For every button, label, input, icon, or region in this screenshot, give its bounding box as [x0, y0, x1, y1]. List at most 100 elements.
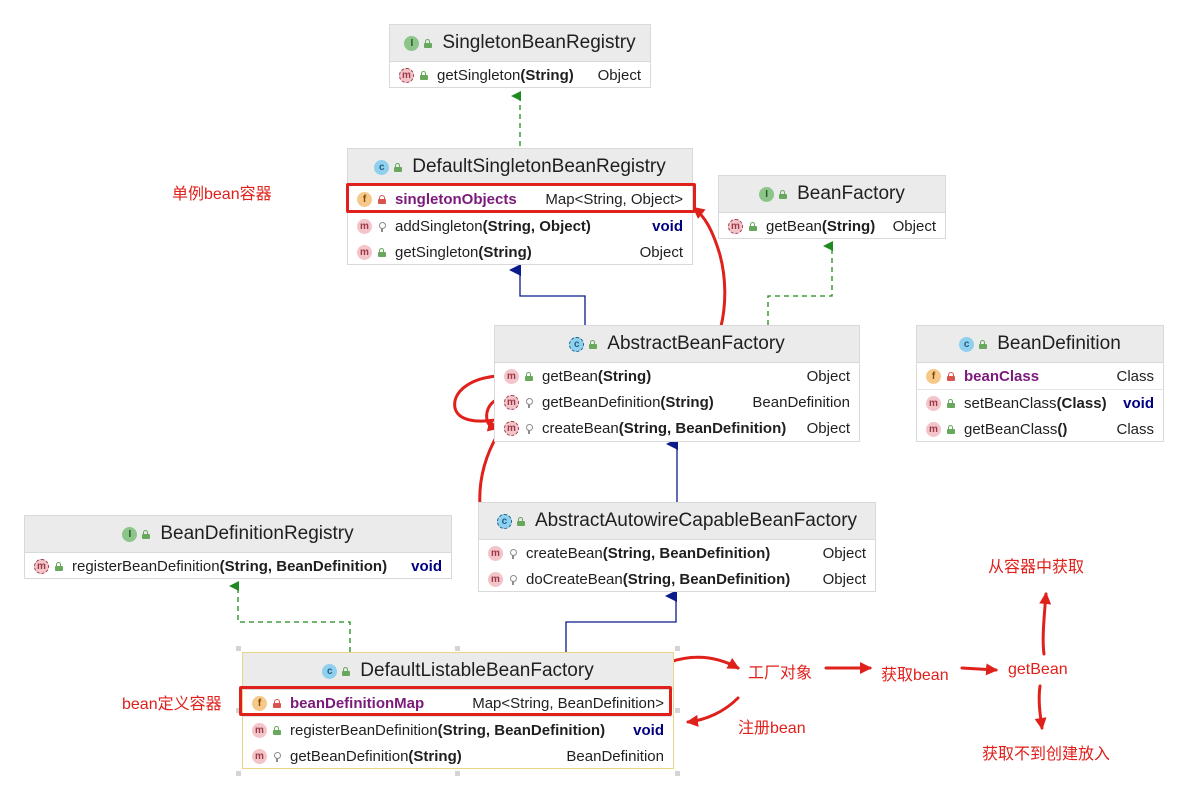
selection-handle[interactable] [675, 708, 680, 713]
method-params: (String, BeanDefinition) [602, 544, 771, 562]
method-params: (String) [520, 66, 574, 84]
class-header: I SingletonBeanRegistry [390, 25, 650, 62]
key-icon [509, 574, 517, 585]
annotation-create-if-missing: 获取不到创建放入 [982, 746, 1111, 763]
class-name: AbstractAutowireCapableBeanFactory [534, 510, 858, 531]
selection-handle[interactable] [455, 771, 460, 776]
class-header: I BeanFactory [719, 176, 945, 213]
return-type: Object [597, 66, 641, 84]
method-row[interactable]: m addSingleton(String, Object) void [348, 213, 692, 239]
return-type: Object [806, 367, 850, 385]
method-row[interactable]: m createBean(String, BeanDefinition) Obj… [495, 415, 859, 441]
method-name: getBean [766, 217, 822, 235]
public-lock-icon [142, 529, 151, 539]
return-type: void [652, 217, 683, 235]
class-box-bean-definition-registry[interactable]: I BeanDefinitionRegistry m registerBeanD… [24, 515, 452, 579]
class-box-default-listable-bean-factory[interactable]: c DefaultListableBeanFactory f beanDefin… [242, 652, 674, 769]
public-lock-icon [342, 666, 351, 676]
method-icon: m [488, 571, 503, 587]
class-box-abstract-autowire-capable-bean-factory[interactable]: c AbstractAutowireCapableBeanFactory m c… [478, 502, 876, 592]
method-row[interactable]: m setBeanClass(Class) void [917, 390, 1163, 416]
class-header: c BeanDefinition [917, 326, 1163, 363]
method-row[interactable]: m getBean(String) Object [719, 213, 945, 239]
method-icon: m [728, 218, 743, 234]
interface-icon: I [759, 186, 775, 202]
red-arrow-factory-to-object [668, 655, 740, 670]
public-lock-icon [947, 398, 955, 408]
public-lock-icon [55, 561, 63, 571]
public-lock-icon [525, 371, 533, 381]
highlight-singleton-objects [346, 183, 696, 213]
public-lock-icon [589, 339, 598, 349]
class-name: BeanFactory [797, 183, 905, 204]
selection-handle[interactable] [236, 646, 241, 651]
field-row[interactable]: f singletonObjects Map<String, Object> [348, 186, 692, 212]
field-row[interactable]: f beanClass Class [917, 363, 1163, 389]
return-type: Object [806, 419, 850, 437]
class-box-bean-factory[interactable]: I BeanFactory m getBean(String) Object [718, 175, 946, 239]
field-row[interactable]: f beanDefinitionMap Map<String, BeanDefi… [243, 690, 673, 716]
annotation-get-bean-step: 获取bean [881, 667, 949, 684]
public-lock-icon [424, 38, 433, 48]
red-loop-getbeandefinition-to-createbean [485, 398, 500, 432]
public-lock-icon [779, 189, 788, 199]
red-arrow-getbean-step-to-getbean [960, 663, 998, 676]
method-params: (String, BeanDefinition) [622, 570, 791, 588]
class-header: c DefaultListableBeanFactory [243, 653, 673, 690]
method-icon: m [504, 368, 519, 384]
selection-handle[interactable] [455, 646, 460, 651]
method-icon: m [357, 244, 372, 260]
method-row[interactable]: m doCreateBean(String, BeanDefinition) O… [479, 566, 875, 592]
public-lock-icon [394, 162, 403, 172]
method-icon: m [926, 395, 941, 411]
method-name: setBeanClass [964, 394, 1057, 412]
implements-line-bean-def-registry [229, 581, 351, 652]
annotation-factory-object: 工厂对象 [748, 665, 813, 682]
field-name: beanClass [964, 367, 1040, 385]
method-row[interactable]: m getBeanDefinition(String) BeanDefiniti… [243, 743, 673, 769]
method-params: (String) [408, 747, 462, 765]
method-row[interactable]: m getBeanClass() Class [917, 416, 1163, 442]
return-type: Class [1116, 420, 1154, 438]
method-row[interactable]: m getBean(String) Object [495, 363, 859, 389]
return-type: Object [892, 217, 936, 235]
selection-handle[interactable] [236, 708, 241, 713]
method-row[interactable]: m getBeanDefinition(String) BeanDefiniti… [495, 389, 859, 415]
method-name: doCreateBean [526, 570, 623, 588]
method-name: getBean [542, 367, 598, 385]
annotation-get-from-container: 从容器中获取 [988, 559, 1085, 576]
class-box-default-singleton-bean-registry[interactable]: c DefaultSingletonBeanRegistry f singlet… [347, 148, 693, 265]
extends-line-default-singleton [509, 264, 586, 325]
method-name: getBeanClass [964, 420, 1058, 438]
method-params: (Class) [1056, 394, 1107, 412]
selection-handle[interactable] [675, 646, 680, 651]
method-row[interactable]: m registerBeanDefinition(String, BeanDef… [25, 553, 451, 579]
method-icon: m [357, 218, 372, 234]
class-name: SingletonBeanRegistry [442, 32, 636, 53]
method-row[interactable]: m getSingleton(String) Object [390, 62, 650, 88]
class-header: I BeanDefinitionRegistry [25, 516, 451, 553]
class-name: BeanDefinitionRegistry [160, 523, 354, 544]
method-icon: m [252, 748, 267, 764]
method-params: (String, Object) [482, 217, 591, 235]
method-name: getSingleton [395, 243, 479, 261]
return-type: BeanDefinition [752, 393, 850, 411]
method-row[interactable]: m createBean(String, BeanDefinition) Obj… [479, 540, 875, 566]
class-box-singleton-bean-registry[interactable]: I SingletonBeanRegistry m getSingleton(S… [389, 24, 651, 88]
interface-icon: I [404, 35, 420, 51]
class-box-bean-definition[interactable]: c BeanDefinition f beanClass Class m set… [916, 325, 1164, 442]
class-name: AbstractBeanFactory [607, 333, 785, 354]
method-icon: m [926, 421, 941, 437]
selection-handle[interactable] [675, 771, 680, 776]
method-row[interactable]: m registerBeanDefinition(String, BeanDef… [243, 717, 673, 743]
class-icon: c [322, 663, 338, 679]
method-icon: m [488, 545, 503, 561]
class-box-abstract-bean-factory[interactable]: c AbstractBeanFactory m getBean(String) … [494, 325, 860, 442]
class-icon: c [959, 336, 975, 352]
method-name: getBeanDefinition [290, 747, 409, 765]
selection-handle[interactable] [236, 771, 241, 776]
class-icon: c [374, 159, 390, 175]
key-icon [525, 397, 533, 408]
method-row[interactable]: m getSingleton(String) Object [348, 239, 692, 265]
method-icon: m [252, 722, 267, 738]
